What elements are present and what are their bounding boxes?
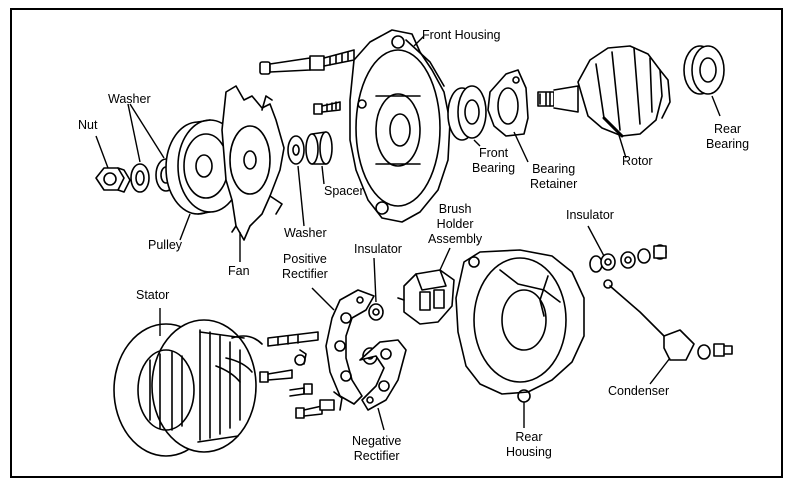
label-rear-housing-line1: Rear: [515, 430, 543, 444]
label-rotor: Rotor: [622, 154, 653, 168]
label-washer-top: Washer: [108, 92, 151, 106]
rotor-part: [537, 45, 671, 138]
stator-part: [113, 319, 263, 457]
leader-lines: [95, 35, 721, 431]
through-bolt-top: [259, 49, 355, 75]
label-negative-rectifier: Negative Rectifier: [352, 434, 401, 464]
label-bearing-retainer-line1: Bearing: [532, 162, 576, 176]
label-bearing-retainer: Bearing Retainer: [530, 162, 577, 192]
label-washer-mid: Washer: [284, 226, 327, 240]
label-front-bearing-line1: Front: [478, 146, 509, 160]
label-brush-holder-line1: Brush: [438, 202, 472, 216]
label-condenser: Condenser: [608, 384, 670, 398]
label-insulator-mid: Insulator: [354, 242, 402, 256]
front-bearing-part: [447, 85, 487, 141]
rear-bearing-part: [683, 45, 725, 95]
label-stator: Stator: [136, 288, 170, 302]
label-bearing-retainer-line2: Retainer: [530, 177, 578, 191]
negative-rectifier-part: [359, 339, 407, 411]
label-brush-holder-line3: Assembly: [428, 232, 483, 246]
rectifier-hardware: [259, 331, 343, 419]
brush-holder-part: [397, 269, 455, 325]
washer-spacer: [287, 131, 333, 165]
small-screw-top: [313, 101, 341, 115]
label-insulator-right: Insulator: [566, 208, 614, 222]
fan-part: [221, 85, 285, 241]
label-fan: Fan: [228, 264, 250, 278]
label-rear-housing: Rear Housing: [506, 430, 552, 460]
label-front-housing: Front Housing: [422, 28, 501, 42]
label-front-bearing-line2: Bearing: [472, 161, 516, 175]
label-rear-bearing-line2: Bearing: [706, 137, 750, 151]
label-pulley: Pulley: [148, 238, 183, 252]
label-rear-bearing-line1: Rear: [714, 122, 742, 136]
label-rear-bearing: Rear Bearing: [706, 122, 749, 152]
condenser-part: [603, 279, 733, 361]
insulator-right-part: [589, 244, 667, 273]
nut-part: [95, 167, 131, 193]
label-positive-rectifier: Positive Rectifier: [282, 252, 328, 282]
bearing-retainer-part: [487, 69, 529, 137]
label-rear-housing-line2: Housing: [506, 445, 552, 459]
rear-housing-part: [455, 249, 585, 403]
positive-rectifier-part: [325, 289, 375, 405]
label-positive-rectifier-line2: Rectifier: [282, 267, 328, 281]
label-spacer: Spacer: [324, 184, 364, 198]
label-front-bearing: Front Bearing: [472, 146, 515, 176]
label-negative-rectifier-line1: Negative: [352, 434, 402, 448]
label-nut: Nut: [78, 118, 98, 132]
label-brush-holder-line2: Holder: [436, 217, 474, 231]
label-brush-holder: Brush Holder Assembly: [428, 202, 482, 247]
front-housing-part: [349, 29, 451, 223]
label-positive-rectifier-line1: Positive: [283, 252, 327, 266]
label-negative-rectifier-line2: Rectifier: [353, 449, 400, 463]
